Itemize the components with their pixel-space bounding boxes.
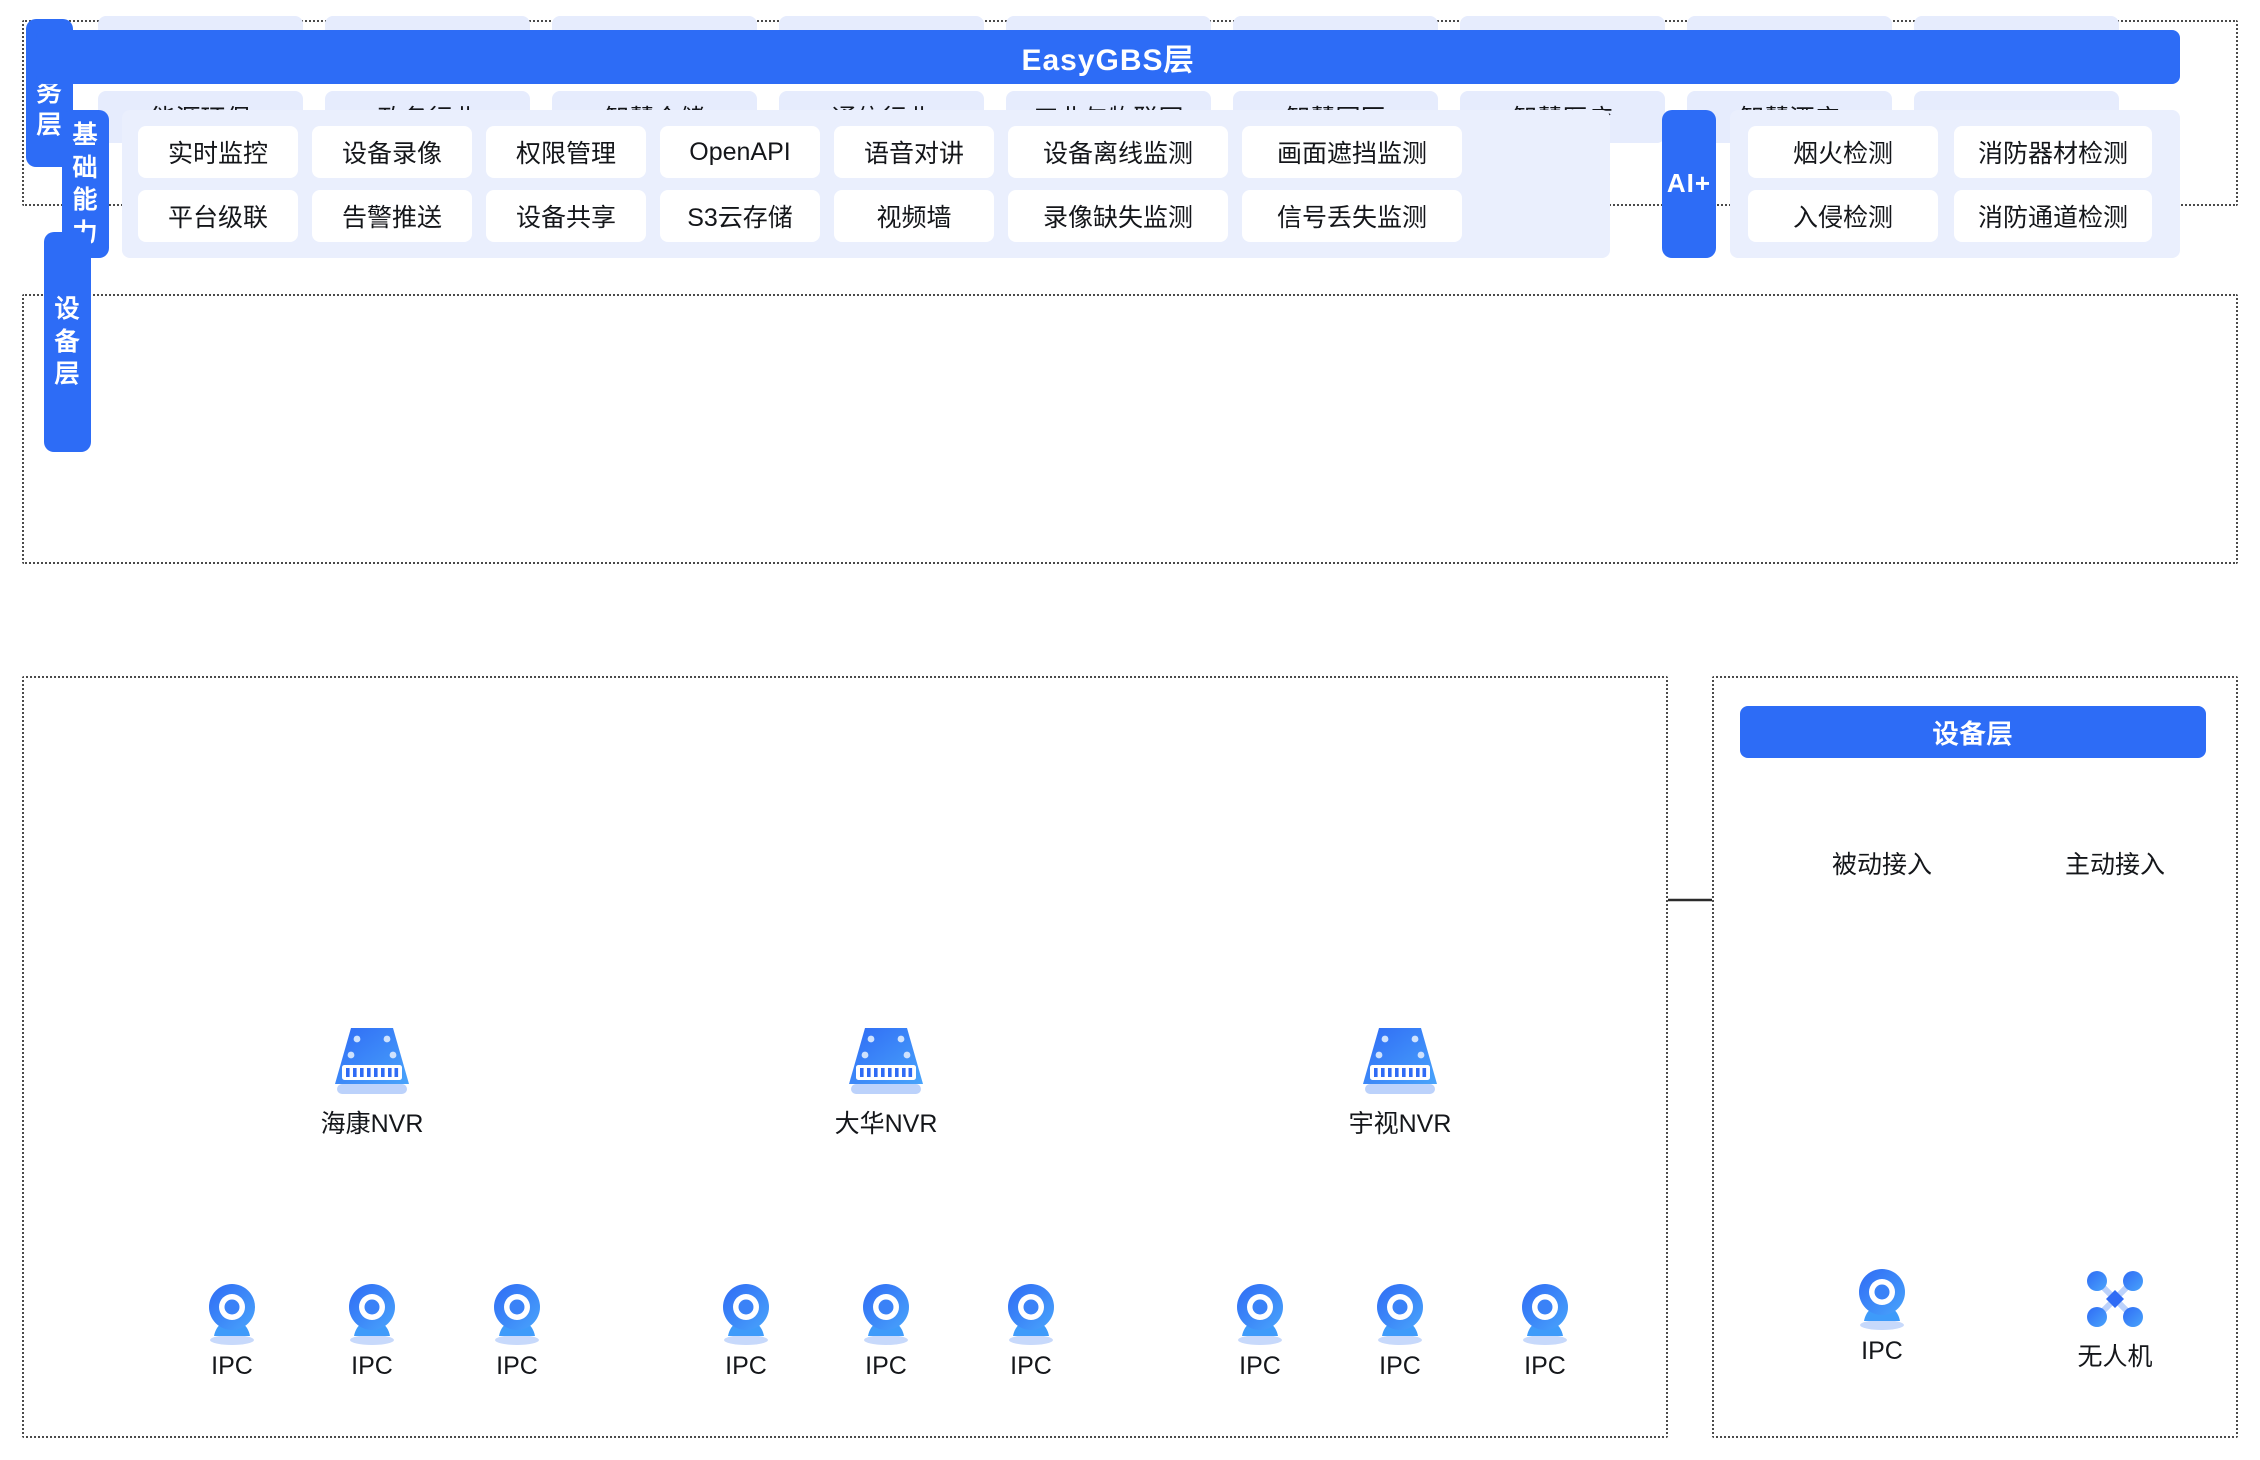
camera-icon [349,1284,395,1345]
capability-chip[interactable]: 权限管理 [486,126,646,178]
ipc-node[interactable]: IPC [1505,1280,1585,1381]
drone-node[interactable]: 无人机 [2065,1265,2165,1373]
gbs-layer-panel [22,294,2238,564]
business-tab-char-3: 层 [36,111,63,140]
nvr-icon [335,1028,409,1094]
device-layer-tab: 设 备 层 [44,232,91,452]
capability-tab-char-1: 基 [72,121,99,149]
ipc-label: IPC [1861,1337,1903,1365]
device-layer-right-panel [1712,676,2238,1438]
camera-icon [723,1284,769,1345]
capability-chip[interactable]: 设备共享 [486,190,646,242]
nvr-icon [849,1028,923,1094]
ai-chip[interactable]: 入侵检测 [1748,190,1938,242]
capability-box: 实时监控 设备录像 权限管理 OpenAPI 语音对讲 设备离线监测 画面遮挡监… [122,110,1610,258]
ipc-node[interactable]: IPC [477,1280,557,1381]
capability-chip[interactable]: 告警推送 [312,190,472,242]
ipc-label: IPC [351,1352,393,1380]
capability-chip[interactable]: S3云存储 [660,190,820,242]
ipc-label: IPC [496,1352,538,1380]
capability-chip[interactable]: 语音对讲 [834,126,994,178]
capability-chip[interactable]: 视频墙 [834,190,994,242]
nvr-node-3[interactable]: 宇视NVR [1320,1022,1480,1140]
ai-plus-box: 烟火检测 消防器材检测 入侵检测 消防通道检测 [1730,110,2180,258]
edge-label-passive: 被动接入 [1831,851,1932,879]
edge-label-active: 主动接入 [2064,851,2165,879]
ipc-label: IPC [865,1352,907,1380]
ipc-node[interactable]: IPC [846,1280,926,1381]
capability-row-2: 平台级联 告警推送 设备共享 S3云存储 视频墙 录像缺失监测 信号丢失监测 [138,190,1594,242]
drone-label: 无人机 [2077,1343,2153,1371]
capability-chip[interactable]: 实时监控 [138,126,298,178]
camera-icon [1008,1284,1054,1345]
capability-chip[interactable]: 平台级联 [138,190,298,242]
ipc-label: IPC [725,1352,767,1380]
gbs-layer-title: EasyGBS层 [36,30,2180,84]
nvr-label: 海康NVR [320,1110,424,1138]
ipc-label: IPC [1379,1352,1421,1380]
camera-icon [1377,1284,1423,1345]
ipc-node-right[interactable]: IPC [1842,1265,1922,1366]
capability-tab-char-2: 础 [72,153,99,182]
ipc-label: IPC [1010,1352,1052,1380]
ipc-node[interactable]: IPC [706,1280,786,1381]
ai-chip[interactable]: 消防器材检测 [1954,126,2152,178]
camera-icon [863,1284,909,1345]
capability-chip[interactable]: 画面遮挡监测 [1242,126,1462,178]
device-layer-right-title: 设备层 [1740,706,2206,758]
capability-chip[interactable]: 设备离线监测 [1008,126,1228,178]
nvr-node-2[interactable]: 大华NVR [806,1022,966,1140]
camera-icon [1522,1284,1568,1345]
ipc-label: IPC [1524,1352,1566,1380]
ai-plus-tab: AI+ [1662,110,1716,258]
camera-icon [1859,1269,1905,1330]
capability-row-1: 实时监控 设备录像 权限管理 OpenAPI 语音对讲 设备离线监测 画面遮挡监… [138,126,1594,178]
ipc-node[interactable]: IPC [332,1280,412,1381]
device-tab-char-3: 层 [54,360,81,389]
drone-icon [2087,1271,2143,1327]
capability-chip[interactable]: 信号丢失监测 [1242,190,1462,242]
ipc-node[interactable]: IPC [991,1280,1071,1381]
ipc-label: IPC [1239,1352,1281,1380]
nvr-label: 宇视NVR [1348,1110,1452,1138]
capability-chip[interactable]: 设备录像 [312,126,472,178]
camera-icon [1237,1284,1283,1345]
nvr-node-1[interactable]: 海康NVR [292,1022,452,1140]
ai-chip[interactable]: 烟火检测 [1748,126,1938,178]
capability-chip[interactable]: OpenAPI [660,126,820,178]
ai-row-2: 入侵检测 消防通道检测 [1748,190,2162,242]
camera-icon [209,1284,255,1345]
nvr-label: 大华NVR [834,1110,938,1138]
device-tab-char-2: 备 [54,327,81,356]
ipc-node[interactable]: IPC [1360,1280,1440,1381]
capability-tab-char-3: 能 [72,186,99,214]
camera-icon [494,1284,540,1345]
ai-row-1: 烟火检测 消防器材检测 [1748,126,2162,178]
nvr-icon [1363,1028,1437,1094]
capability-chip[interactable]: 录像缺失监测 [1008,190,1228,242]
ipc-node[interactable]: IPC [192,1280,272,1381]
ipc-label: IPC [211,1352,253,1380]
ipc-node[interactable]: IPC [1220,1280,1300,1381]
device-tab-char-1: 设 [54,295,81,324]
ai-chip[interactable]: 消防通道检测 [1954,190,2152,242]
